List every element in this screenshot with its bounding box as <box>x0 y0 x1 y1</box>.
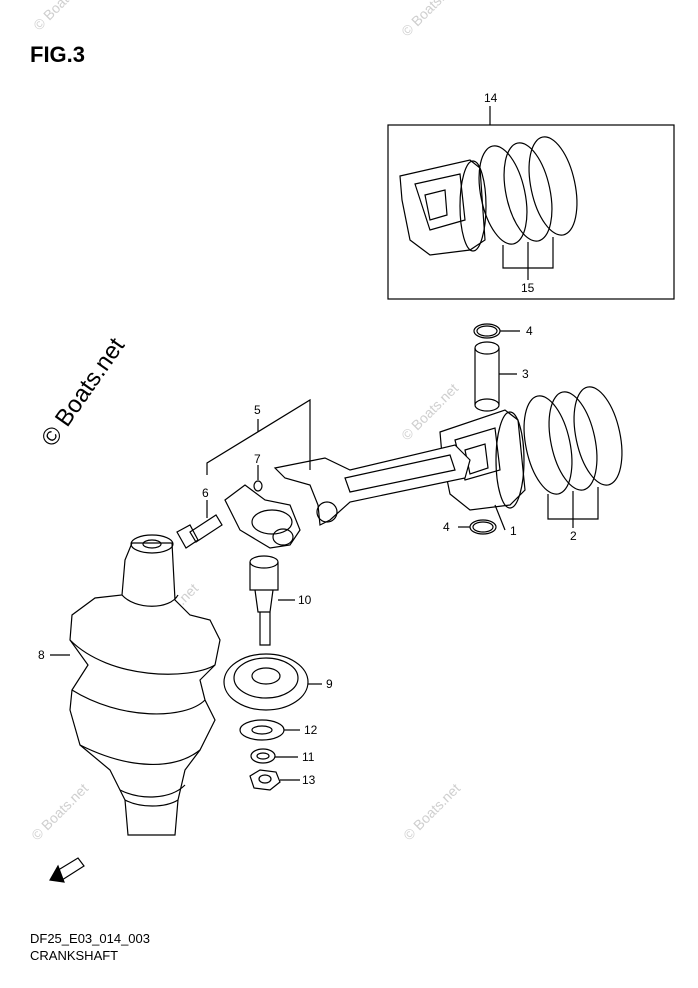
piston-pin <box>474 341 517 412</box>
callout-4-top: 4 <box>526 324 533 338</box>
piston-inset <box>399 159 487 256</box>
piston-main <box>439 409 526 531</box>
figure-title: FIG.3 <box>30 42 86 67</box>
piston-rings-main <box>523 386 623 495</box>
callout-3: 3 <box>522 367 529 381</box>
callout-8: 8 <box>38 648 45 662</box>
rod-cap <box>224 484 301 549</box>
crankshaft <box>69 534 221 836</box>
connecting-rod <box>273 444 471 526</box>
callout-9: 9 <box>326 677 333 691</box>
bolt-10 <box>249 555 295 646</box>
figure-name: CRANKSHAFT <box>30 948 119 963</box>
callout-5: 5 <box>254 403 261 417</box>
inset-box <box>387 124 675 300</box>
callout-10: 10 <box>298 593 312 607</box>
gear-9 <box>223 653 322 711</box>
fwd-arrow-icon <box>49 857 85 883</box>
callout-6: 6 <box>202 486 209 500</box>
callout-12: 12 <box>304 723 318 737</box>
callout-7: 7 <box>254 452 261 466</box>
bolt-6 <box>176 514 223 549</box>
callout-15: 15 <box>521 281 535 295</box>
piston-rings-inset <box>478 136 578 245</box>
callout-13: 13 <box>302 773 316 787</box>
callout-11: 11 <box>302 750 315 764</box>
callout-2: 2 <box>570 529 577 543</box>
callout-1: 1 <box>510 524 517 538</box>
figure-code: DF25_E03_014_003 <box>30 931 150 946</box>
callout-4-bottom: 4 <box>443 520 450 534</box>
callout-14: 14 <box>484 91 498 105</box>
